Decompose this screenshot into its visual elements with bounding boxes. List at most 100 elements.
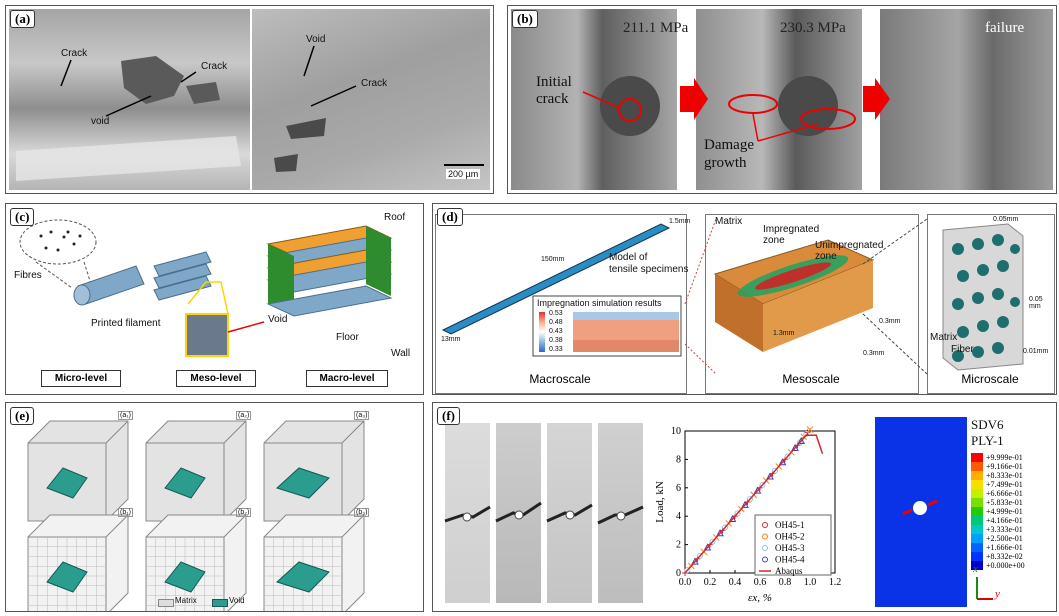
contour-legend-row: +8.333e-01 — [971, 471, 1025, 480]
impregnated-zone-label: Impregnated zone — [763, 224, 820, 246]
sdv-title: SDV6 — [971, 417, 1004, 432]
meso-level-label: Meso-level — [176, 370, 256, 387]
tag-a3: (a₃) — [354, 411, 370, 420]
x-tick-label: 0.8 — [779, 577, 792, 588]
macro-level-label: Macro-level — [306, 370, 388, 387]
point-OH45-3 — [709, 538, 716, 545]
panel-e-drawing — [27, 420, 365, 611]
y-tick-label: 0 — [676, 568, 681, 579]
point-OH45-4 — [741, 500, 749, 508]
point-OH45-4 — [728, 514, 737, 523]
panel-b: (b) 211.1 MPa 230.3 MPa failure Initial … — [507, 5, 1057, 194]
legend-entry: OH45-2 — [775, 532, 805, 542]
contour-legend-row: +4.999e-01 — [971, 507, 1025, 516]
wall-label: Wall — [391, 348, 411, 359]
y-tick-label: 10 — [671, 426, 681, 437]
panel-b-overlay — [582, 76, 890, 142]
failure-label: failure — [985, 20, 1025, 36]
dim-150mm: 150mm — [541, 256, 565, 263]
void-shape — [46, 561, 88, 593]
contour-swatch — [971, 552, 983, 561]
contour-hole — [902, 499, 938, 516]
legend-entry: Abaqus — [775, 566, 803, 576]
contour-legend-row: +8.332e-02 — [971, 552, 1025, 561]
crack-label-3: Crack — [361, 78, 388, 89]
contour-swatch — [971, 453, 983, 462]
ply-title: PLY-1 — [971, 433, 1004, 448]
contour-value: +2.500e-01 — [986, 534, 1023, 543]
point-OH45-3 — [772, 467, 778, 474]
legend-swatch — [762, 556, 768, 563]
panel-d-drawing — [441, 218, 1024, 375]
contour-legend-row: +6.666e-01 — [971, 489, 1025, 498]
roof-label: Roof — [384, 212, 406, 223]
void-shape — [276, 467, 330, 499]
panel-d: (d) Model of tensile specimens 150mm 13m… — [432, 203, 1057, 395]
contour-swatch — [971, 462, 983, 471]
model-of-tensile-label: Model of tensile specimens — [609, 252, 689, 275]
legend-matrix-swatch — [158, 599, 174, 607]
point-OH45-3 — [747, 496, 753, 503]
panel-a: (a) Crack Crack void Void Crack 200 µm — [5, 5, 494, 194]
impregnation-map — [573, 312, 679, 352]
void-label-c: Void — [268, 314, 288, 325]
impregnation-title: Impregnation simulation results — [537, 298, 662, 308]
contour-swatch — [971, 543, 983, 552]
point-OH45-4 — [791, 443, 799, 452]
contour-swatch — [971, 498, 983, 507]
panel-c-label: (c) — [10, 208, 35, 226]
void-shape — [46, 467, 88, 499]
contour-legend-row: +9.999e-01 — [971, 453, 1025, 462]
matrix-label-meso: Matrix — [715, 216, 743, 227]
colorbar-tick-1: 0.48 — [549, 319, 563, 326]
colorbar-tick-0: 0.53 — [549, 310, 563, 317]
x-tick-label: 1.0 — [804, 577, 817, 588]
void-label-1: void — [91, 116, 110, 127]
impregnation-colorbar — [539, 312, 545, 352]
dim-0-01mm: 0.01mm — [1023, 348, 1049, 355]
dim-0-05mm-top: 0.05mm — [993, 216, 1019, 223]
panel-c-drawing — [19, 219, 393, 357]
legend-swatch — [762, 545, 768, 551]
colorbar-tick-4: 0.33 — [549, 346, 563, 353]
y-axis-label: Load, kN — [654, 481, 666, 523]
contour-value: +1.666e-01 — [986, 543, 1023, 552]
contour-value: +9.166e-01 — [986, 462, 1023, 471]
scale-bar-label: 200 µm — [446, 169, 481, 179]
void-shape — [164, 561, 206, 593]
point-OH45-3 — [759, 481, 766, 488]
contour-swatch — [971, 471, 983, 480]
legend-entry: OH45-4 — [775, 555, 805, 565]
specimen-cracks — [444, 501, 644, 525]
contour-swatch — [971, 480, 983, 489]
dim-1-3mm: 1.3mm — [773, 330, 795, 337]
cube-a3 — [263, 420, 365, 522]
macroscale-frame — [435, 214, 687, 394]
colorbar-tick-2: 0.43 — [549, 328, 563, 335]
macroscale-label: Macroscale — [529, 372, 591, 386]
cube-b3 — [263, 514, 365, 611]
point-OH45-4 — [703, 543, 712, 551]
contour-value: +0.000e+00 — [986, 561, 1025, 570]
cube-b2 — [145, 514, 247, 611]
contour-value: +8.333e-01 — [986, 471, 1023, 480]
y-tick-label: 8 — [676, 454, 681, 465]
contour-legend-row: +5.833e-01 — [971, 498, 1025, 507]
colorbar-tick-3: 0.38 — [549, 337, 563, 344]
axis-y-label: y — [995, 588, 1000, 600]
panel-e-label: (e) — [10, 407, 35, 425]
unimpregnated-zone-label: Unimpregnated zone — [815, 240, 884, 262]
contour-value: +9.999e-01 — [986, 453, 1023, 462]
contour-value: +3.333e-01 — [986, 525, 1023, 534]
contour-value: +5.833e-01 — [986, 498, 1023, 507]
x-axis-label: εx, % — [748, 592, 772, 604]
microscale-frame — [927, 214, 1055, 394]
cube-a1 — [27, 420, 129, 522]
y-tick-label: 6 — [676, 483, 681, 494]
contour-legend-row: +9.166e-01 — [971, 462, 1025, 471]
stress-label-1: 211.1 MPa — [623, 20, 689, 36]
contour-legend-row: +2.500e-01 — [971, 534, 1025, 543]
x-tick-label: 0.4 — [729, 577, 742, 588]
contour-swatch — [971, 516, 983, 525]
